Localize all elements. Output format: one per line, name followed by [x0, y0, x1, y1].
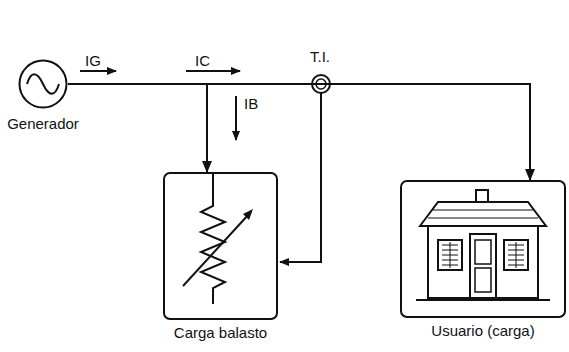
power-line — [68, 84, 207, 172]
transformer-label: T.I. — [309, 48, 331, 65]
current-arrow — [80, 70, 116, 72]
generator-symbol — [18, 59, 68, 109]
node-caption: Generador — [7, 115, 79, 132]
variable-resistor-symbol — [165, 174, 276, 318]
generator-node: Generador — [18, 59, 68, 109]
user-load-box: Usuario (carga) — [400, 180, 566, 318]
current-arrow — [186, 70, 240, 72]
current-arrow — [235, 96, 237, 140]
current-label: IG — [84, 52, 102, 69]
sensing-wire — [280, 93, 321, 262]
node-caption: Carga balasto — [174, 324, 267, 341]
ballast-load-box: Carga balasto — [163, 172, 278, 320]
current-label: IB — [243, 95, 259, 112]
house-icon — [402, 182, 564, 316]
node-caption: Usuario (carga) — [431, 322, 534, 339]
power-line — [68, 84, 530, 180]
current-label: IC — [194, 52, 211, 69]
